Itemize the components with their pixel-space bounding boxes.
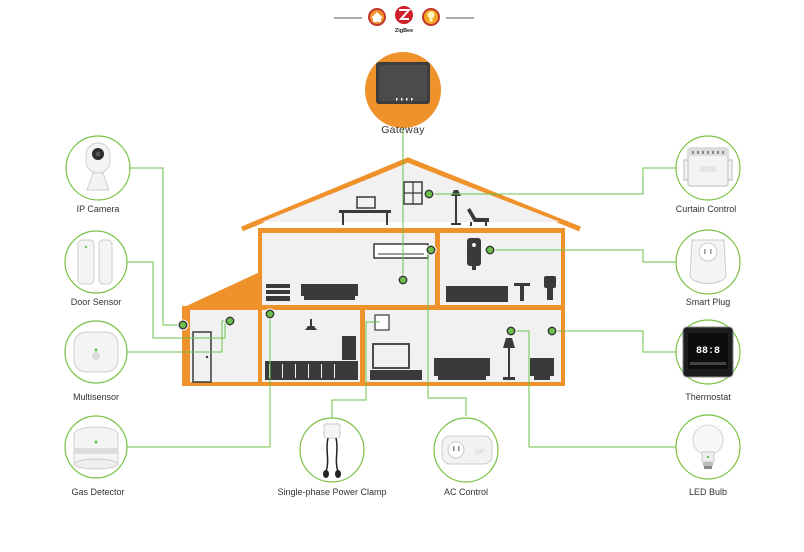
node-garage-outer [177,319,189,331]
connector-ac-control [427,250,467,416]
multisensor-label: Multisensor [72,392,120,402]
ip-camera-device[interactable] [65,135,131,201]
node-gateway-room [397,274,409,286]
lower-floor-lamp [503,338,515,348]
kitchen-counter [265,361,358,380]
power-clamp-label: Single-phase Power Clamp [277,487,387,497]
curtain-control-icon [683,147,733,187]
zigbee-logo-icon [395,6,413,24]
connector-power-clamp [331,321,380,419]
thermostat-icon: 88:8 [682,326,734,378]
cabinet [446,286,508,302]
node-kitchen [264,308,276,320]
ac-unit [373,243,429,259]
upper-sofa [301,284,358,300]
armchair [530,358,554,380]
door-sensor-device[interactable] [64,230,128,294]
smart-plug-device[interactable] [675,229,741,295]
connector-led-bulb [511,330,676,448]
kitchen-hood [342,336,356,360]
connector-thermostat [552,330,676,353]
door-sensor-icon [77,239,113,285]
tv [372,343,410,369]
gas-detector-icon [73,426,119,470]
node-lower-lamp [505,325,517,337]
svg-text:24°: 24° [475,448,486,456]
lower-sofa [434,358,490,380]
ac-control-device[interactable]: 24° [433,417,499,483]
node-ac-unit [425,244,437,256]
tv-stand [370,370,422,380]
furniture [265,181,556,380]
power-clamp-icon [323,423,341,478]
led-bulb-device[interactable] [675,414,741,480]
gas-detector-device[interactable] [64,415,128,479]
side-table [514,283,530,301]
led-bulb-icon [692,424,724,469]
attic-monitor [356,196,376,209]
curtain-control-label: Curtain Control [675,204,737,214]
ip-camera-icon [85,142,111,191]
garage-door [192,331,212,383]
gas-detector-label: Gas Detector [71,487,125,497]
node-attic-window [423,188,435,200]
bulb-icon [422,8,440,26]
thermostat-readout: 88:8 [696,346,720,357]
thermostat-label: Thermostat [685,392,731,402]
bookshelf [266,284,290,288]
led-bulb-label: LED Bulb [688,487,728,497]
curtain-control-device[interactable] [675,135,741,201]
door-sensor-label: Door Sensor [70,297,122,307]
header: ZigBee [334,6,474,34]
connector-curtain-control [429,167,676,195]
connector-gas-detector [126,314,271,448]
connection-nodes [177,188,558,337]
connector-ip-camera [130,167,183,326]
home-icon [368,8,386,26]
node-lower-right [546,325,558,337]
thermostat-device[interactable]: 88:8 [675,319,741,385]
power-clamp-device[interactable] [299,417,365,483]
connectors [122,130,676,448]
attic-desk [339,210,391,213]
ac-control-icon: 24° [441,435,493,465]
ac-control-label: AC Control [443,487,489,497]
smart-plug-icon [689,239,727,284]
small-device [544,276,556,288]
attic-lounge-chair [467,208,489,222]
node-garage-inner [224,315,236,327]
multisensor-icon [73,331,119,373]
connector-smart-plug [490,249,676,263]
water-heater [467,238,481,266]
ip-camera-label: IP Camera [76,204,120,214]
zigbee-text: ZigBee [395,28,413,34]
smart-plug-label: Smart Plug [685,297,731,307]
gateway[interactable] [365,52,441,128]
multisensor-device[interactable] [64,320,128,384]
pendant-lamp [305,326,317,330]
node-water-heater [484,244,496,256]
